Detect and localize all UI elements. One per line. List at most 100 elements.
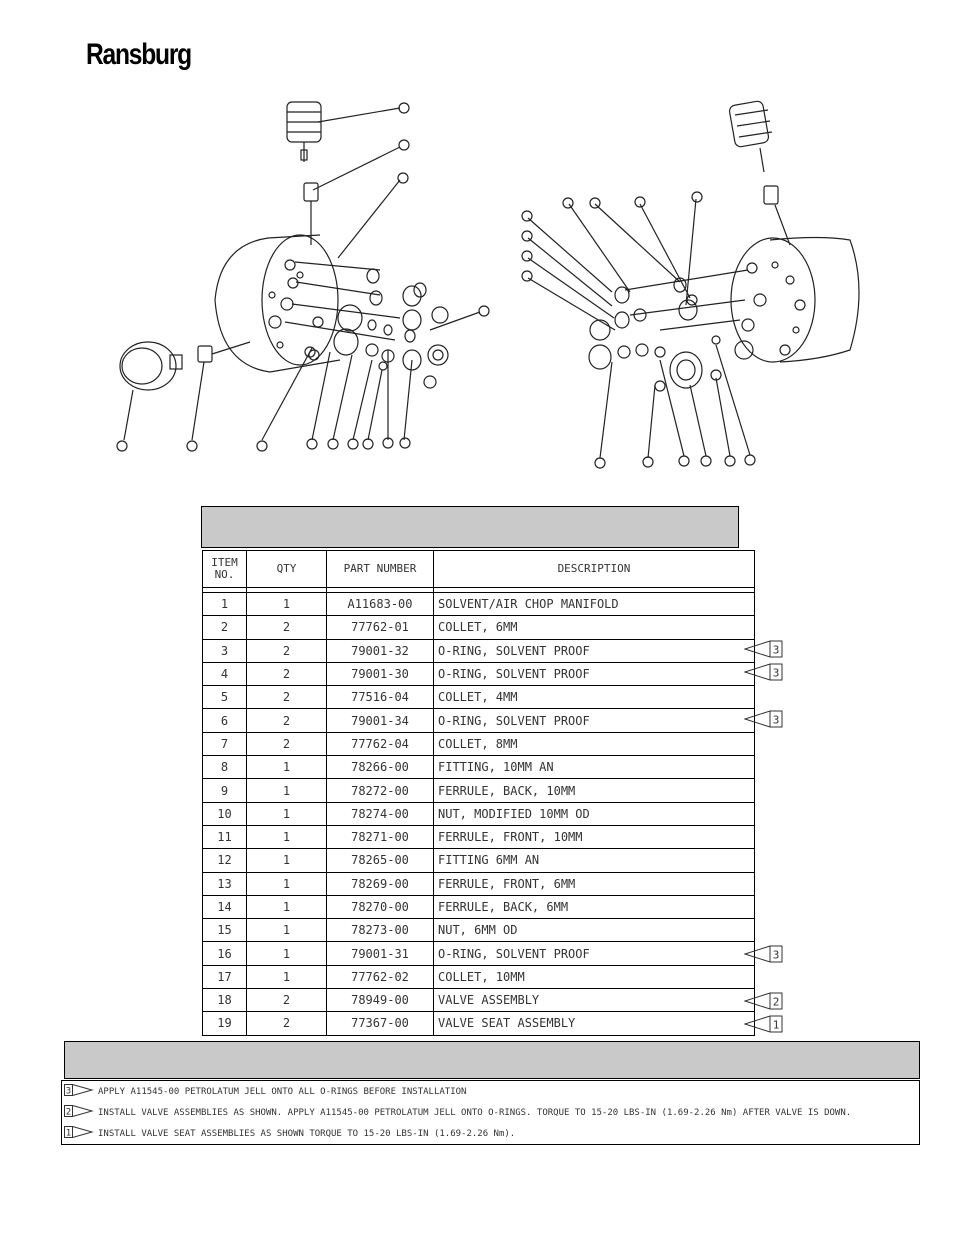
- qty-cell: 2: [246, 638, 327, 663]
- item-no-cell: 15: [202, 918, 247, 943]
- part-number-cell: 77762-01: [326, 615, 434, 640]
- part-number-cell: 78266-00: [326, 755, 434, 780]
- part-number-cell: 77762-02: [326, 964, 434, 990]
- header-item-no: ITEM NO.: [202, 550, 247, 588]
- description-cell: VALVE ASSEMBLY: [433, 988, 755, 1013]
- note-flag-icon: 1: [64, 1125, 98, 1141]
- description-cell: FITTING, 10MM AN: [433, 755, 755, 780]
- brand-logo: Ransburg: [86, 38, 192, 71]
- note-flag-icon: 2: [743, 991, 784, 1010]
- description-cell: NUT, 6MM OD: [433, 918, 755, 943]
- header-qty: QTY: [246, 550, 327, 588]
- svg-text:2: 2: [66, 1108, 71, 1118]
- qty-cell: 1: [246, 848, 327, 873]
- item-no-cell: 2: [202, 615, 247, 640]
- qty-cell: 2: [246, 661, 327, 687]
- qty-cell: 1: [246, 824, 327, 850]
- qty-cell: 1: [246, 894, 327, 920]
- note-flag-icon: 3: [743, 663, 784, 682]
- description-cell: O-RING, SOLVENT PROOF: [433, 638, 755, 663]
- svg-text:2: 2: [773, 995, 780, 1008]
- description-cell: O-RING, SOLVENT PROOF: [433, 661, 755, 687]
- qty-cell: 1: [246, 755, 327, 780]
- item-no-cell: 8: [202, 755, 247, 780]
- item-no-cell: 4: [202, 661, 247, 687]
- item-no-cell: 1: [202, 591, 247, 617]
- part-number-cell: 78272-00: [326, 778, 434, 803]
- description-cell: FERRULE, BACK, 6MM: [433, 894, 755, 920]
- item-no-cell: 17: [202, 964, 247, 990]
- item-no-cell: 13: [202, 871, 247, 896]
- description-cell: FERRULE, FRONT, 6MM: [433, 871, 755, 896]
- note-flag-icon: 2: [64, 1104, 98, 1120]
- qty-cell: 1: [246, 941, 327, 966]
- part-number-cell: 79001-32: [326, 638, 434, 663]
- item-no-cell: 6: [202, 708, 247, 733]
- note-flag-icon: 3: [743, 640, 784, 658]
- note-text: INSTALL VALVE ASSEMBLIES AS SHOWN. APPLY…: [98, 1107, 852, 1118]
- description-cell: COLLET, 6MM: [433, 615, 755, 640]
- part-number-cell: 77762-04: [326, 731, 434, 757]
- part-number-cell: 78269-00: [326, 871, 434, 896]
- svg-text:1: 1: [66, 1129, 71, 1139]
- exploded-view-drawing: [116, 100, 860, 469]
- part-number-cell: 77367-00: [326, 1011, 434, 1036]
- description-cell: FITTING 6MM AN: [433, 848, 755, 873]
- part-number-cell: 78270-00: [326, 894, 434, 920]
- part-number-cell: A11683-00: [326, 591, 434, 617]
- description-cell: COLLET, 10MM: [433, 964, 755, 990]
- part-number-cell: 79001-30: [326, 661, 434, 687]
- item-no-cell: 11: [202, 824, 247, 850]
- item-no-cell: 12: [202, 848, 247, 873]
- svg-text:3: 3: [773, 643, 780, 656]
- note-item: 2 INSTALL VALVE ASSEMBLIES AS SHOWN. APPL…: [62, 1102, 919, 1123]
- note-text: INSTALL VALVE SEAT ASSEMBLIES AS SHOWN T…: [98, 1128, 516, 1139]
- part-number-cell: 79001-31: [326, 941, 434, 966]
- svg-text:1: 1: [773, 1019, 780, 1032]
- description-cell: NUT, MODIFIED 10MM OD: [433, 801, 755, 826]
- description-cell: FERRULE, FRONT, 10MM: [433, 824, 755, 850]
- part-number-cell: 78273-00: [326, 918, 434, 943]
- part-number-cell: 78265-00: [326, 848, 434, 873]
- note-flag-icon: 3: [743, 710, 784, 728]
- qty-cell: 2: [246, 988, 327, 1013]
- part-number-cell: 78274-00: [326, 801, 434, 826]
- parts-table-header: ITEM NO. QTY PART NUMBER DESCRIPTION: [202, 550, 755, 588]
- svg-text:3: 3: [66, 1087, 71, 1097]
- item-no-cell: 14: [202, 894, 247, 920]
- svg-text:3: 3: [773, 667, 780, 680]
- qty-cell: 2: [246, 708, 327, 733]
- part-number-cell: 79001-34: [326, 708, 434, 733]
- note-item: 1 INSTALL VALVE SEAT ASSEMBLIES AS SHOWN …: [62, 1123, 919, 1144]
- qty-cell: 1: [246, 871, 327, 896]
- header-part-number: PART NUMBER: [326, 550, 434, 588]
- item-no-cell: 10: [202, 801, 247, 826]
- notes-title-bar: [64, 1041, 920, 1079]
- header-description: DESCRIPTION: [433, 550, 755, 588]
- part-number-cell: 78949-00: [326, 988, 434, 1013]
- svg-text:3: 3: [773, 714, 780, 727]
- qty-cell: 2: [246, 615, 327, 640]
- part-number-cell: 78271-00: [326, 824, 434, 850]
- item-no-cell: 16: [202, 941, 247, 966]
- left-assembly: [116, 101, 490, 452]
- qty-cell: 1: [246, 801, 327, 826]
